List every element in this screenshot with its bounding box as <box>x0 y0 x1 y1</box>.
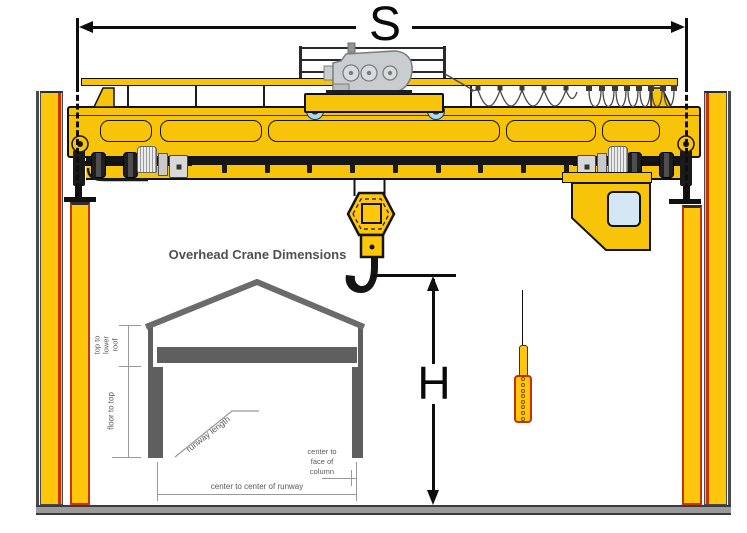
pendant-button-6 <box>521 405 525 410</box>
operator-cab <box>571 182 651 251</box>
left-truck-wheel-1 <box>91 152 106 178</box>
inset-cfc-tick <box>351 470 352 486</box>
label-center-to-face: center to face of column <box>307 447 337 476</box>
s-extension-dashed-right <box>685 86 688 198</box>
pendant-cable <box>521 290 523 347</box>
left-truck-coupling <box>158 153 168 176</box>
walkway-post-4 <box>470 85 472 108</box>
h-arrow-up <box>427 276 439 291</box>
pendant-strain-relief <box>519 345 528 377</box>
inset-roof <box>144 278 366 330</box>
cab-mount-bar <box>562 172 652 183</box>
right-truck-gearmotor <box>608 146 628 173</box>
girder-rail-line <box>69 115 699 117</box>
flange-clip-3 <box>307 164 313 173</box>
inset-right-column <box>352 367 362 458</box>
pendant-button-3 <box>521 388 525 393</box>
girder-panel-1 <box>100 120 152 142</box>
label-floor-to-top: floor to top <box>106 392 116 430</box>
inset-ctc-tick-left <box>157 462 158 501</box>
s-dim-line-2 <box>412 25 674 29</box>
floor <box>36 505 731 515</box>
h-arrow-down <box>427 490 439 505</box>
h-reference-line <box>372 273 456 277</box>
pendant-button-1 <box>521 377 525 382</box>
pendant-button-5 <box>521 399 525 404</box>
h-dim-line-lower <box>432 404 435 493</box>
inset-left-dim-line <box>128 325 129 458</box>
flange-clip-2 <box>264 164 270 173</box>
inset-title: Overhead Crane Dimensions <box>168 247 347 262</box>
label-top-to-lower-roof: top to lower roof <box>92 335 120 355</box>
label-center-to-center: center to center of runway <box>210 482 304 491</box>
right-building-column <box>704 91 727 505</box>
railing-post-right <box>443 46 446 79</box>
inset-tick-floor <box>112 457 141 458</box>
s-extension-line-right <box>685 18 688 86</box>
girder-lower-band <box>86 158 692 165</box>
inset-cfc-line <box>322 478 357 479</box>
railing-rail-1 <box>300 47 445 49</box>
flange-clip-8 <box>520 164 526 173</box>
s-dim-line-1 <box>84 25 356 29</box>
girder-panel-4 <box>506 120 596 142</box>
left-truck-wheel-2 <box>123 152 138 178</box>
pendant-button-7 <box>521 410 525 415</box>
left-truck-motor <box>169 155 188 178</box>
inset-tick-top <box>119 366 141 367</box>
inset-ctc-tick-right <box>356 462 357 501</box>
s-extension-dashed-left <box>76 86 79 198</box>
walkway-post-3 <box>263 85 265 108</box>
girder-panel-3 <box>268 120 500 142</box>
pendant-button-4 <box>521 394 525 399</box>
flange-clip-1 <box>222 164 227 173</box>
pendant-control <box>514 375 532 423</box>
cab-window <box>607 191 641 227</box>
inset-left-wall <box>148 325 153 458</box>
inset-crane-girder <box>157 347 357 363</box>
left-wall-line <box>36 91 39 505</box>
inset-left-column <box>153 367 163 458</box>
hook-height-dimension-label: H <box>417 357 451 409</box>
inset-ctc-line <box>157 494 357 495</box>
flange-clip-4 <box>350 164 356 173</box>
left-truck-gearmotor <box>137 146 157 173</box>
railing-post-left <box>299 46 302 79</box>
walkway-post-1 <box>127 85 129 108</box>
girder-panel-5 <box>602 120 660 142</box>
flange-clip-6 <box>435 164 441 173</box>
railing-rail-2 <box>300 59 445 61</box>
s-arrow-right <box>671 21 685 33</box>
left-rail-foot <box>64 197 96 202</box>
s-arrow-left <box>79 21 93 33</box>
walkway-post-2 <box>195 85 197 108</box>
flange-clip-7 <box>478 164 484 173</box>
left-runway-column <box>70 202 90 505</box>
inset-tick-roof <box>119 325 141 326</box>
pendant-button-8 <box>521 416 525 421</box>
railing-rail-3 <box>300 71 445 73</box>
label-runway-length: runway length <box>184 413 232 455</box>
right-truck-wheel-1 <box>659 152 674 178</box>
bridge-walkway <box>81 78 678 86</box>
span-dimension-label: S <box>368 0 401 51</box>
flange-clip-5 <box>392 164 398 173</box>
right-runway-column <box>682 205 702 505</box>
flange-clip-9 <box>563 164 569 173</box>
left-truck-bumper <box>73 150 85 186</box>
s-extension-line-left <box>76 18 79 86</box>
left-building-column-stripe <box>58 93 61 504</box>
girder-panel-2 <box>160 120 262 142</box>
pendant-button-2 <box>521 383 525 388</box>
right-building-column-stripe <box>706 93 709 504</box>
right-rail-foot <box>669 199 701 204</box>
h-dim-line-upper <box>432 279 435 364</box>
girder-bottom-flange <box>86 165 692 180</box>
left-building-column <box>40 91 63 505</box>
inset-building <box>144 278 366 458</box>
right-wall-line <box>728 91 731 505</box>
trolley-frame <box>304 93 444 113</box>
